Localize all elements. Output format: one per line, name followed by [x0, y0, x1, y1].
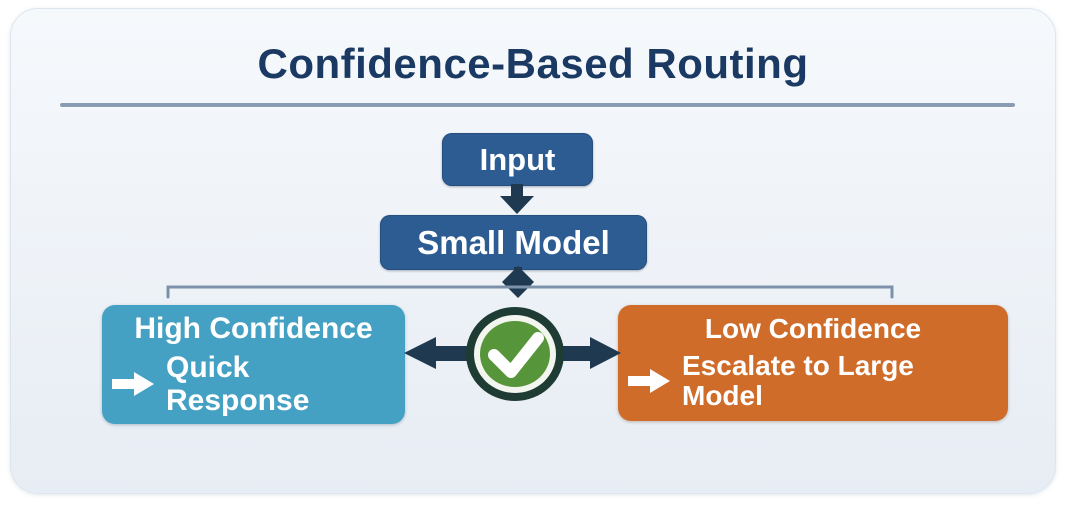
low-confidence-title: Low Confidence	[704, 312, 922, 344]
node-input-label: Input	[479, 141, 556, 177]
diamond-connector-icon	[502, 266, 534, 298]
white-right-arrow-icon	[112, 372, 154, 396]
diagram-title: Confidence-Based Routing	[257, 40, 809, 87]
left-arrow-icon	[404, 337, 484, 369]
high-confidence-title: High Confidence	[134, 312, 373, 345]
title-divider	[60, 103, 1015, 107]
low-confidence-result: Escalate to Large Model	[682, 349, 914, 412]
down-arrow-icon	[500, 184, 534, 214]
node-small-model-label: Small Model	[417, 223, 610, 261]
node-high-confidence: High Confidence Quick Response	[102, 305, 405, 424]
high-confidence-result: Quick Response	[166, 351, 310, 417]
node-input: Input	[442, 133, 593, 186]
node-low-confidence: Low Confidence Escalate to Large Model	[618, 305, 1008, 421]
right-arrow-icon	[546, 337, 621, 369]
branch-bracket-line	[166, 285, 894, 299]
white-right-arrow-icon	[628, 369, 670, 394]
checkmark-badge-icon	[466, 307, 564, 401]
diagram-card: Confidence-Based Routing Input Small Mod…	[10, 8, 1056, 494]
node-small-model: Small Model	[380, 215, 647, 270]
